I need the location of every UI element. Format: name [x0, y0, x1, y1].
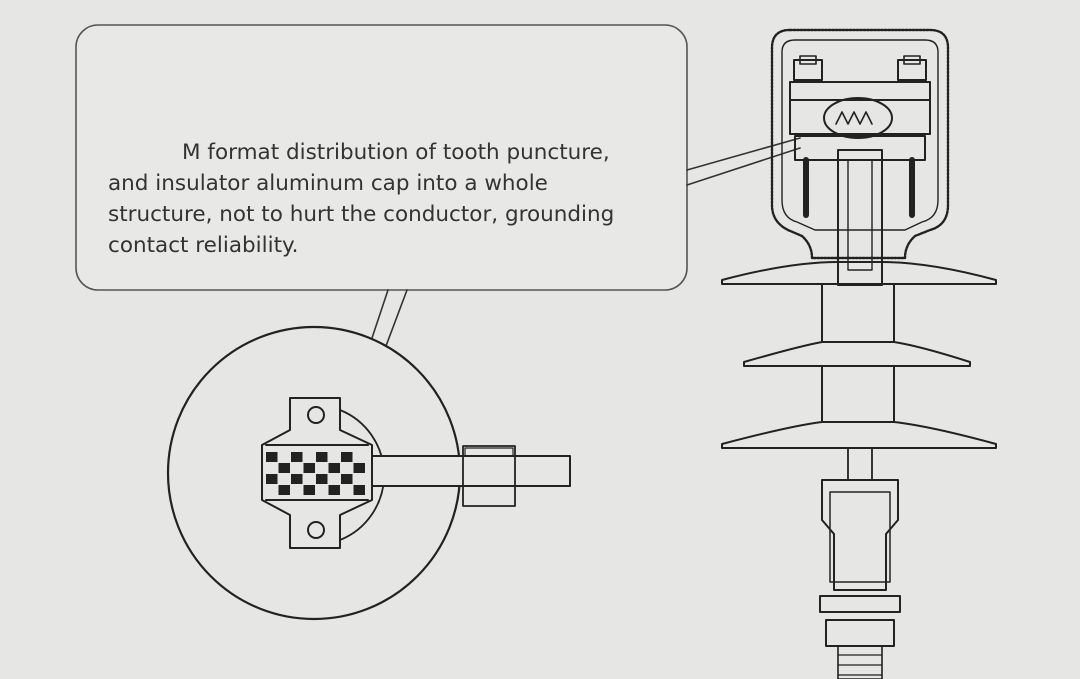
magnified-clamp-detail — [166, 325, 571, 621]
tooth-block — [303, 463, 315, 473]
callout-text: M format distribution of tooth puncture,… — [108, 137, 668, 261]
callout-line-2: and insulator aluminum cap into a whole — [108, 171, 548, 196]
tooth-block — [291, 452, 303, 462]
callout-line-3: structure, not to hurt the conductor, gr… — [108, 202, 615, 227]
tooth-block — [316, 452, 328, 462]
tooth-block — [278, 463, 290, 473]
tooth-block — [341, 474, 353, 484]
tooth-block — [316, 474, 328, 484]
tooth-block — [303, 485, 315, 495]
tooth-block — [278, 485, 290, 495]
tooth-block — [341, 452, 353, 462]
tooth-block — [266, 474, 278, 484]
tooth-puncture-pattern — [266, 452, 365, 495]
callout-box — [75, 24, 688, 291]
callout-line-4: contact reliability. — [108, 233, 299, 258]
callout-pointer-right — [686, 137, 801, 186]
tooth-block — [353, 463, 365, 473]
tooth-block — [328, 463, 340, 473]
insulator-assembly — [721, 28, 997, 679]
tooth-block — [328, 485, 340, 495]
callout-line-1: M format distribution of tooth puncture, — [182, 140, 610, 165]
tooth-block — [291, 474, 303, 484]
tooth-block — [266, 452, 278, 462]
tooth-block — [353, 485, 365, 495]
